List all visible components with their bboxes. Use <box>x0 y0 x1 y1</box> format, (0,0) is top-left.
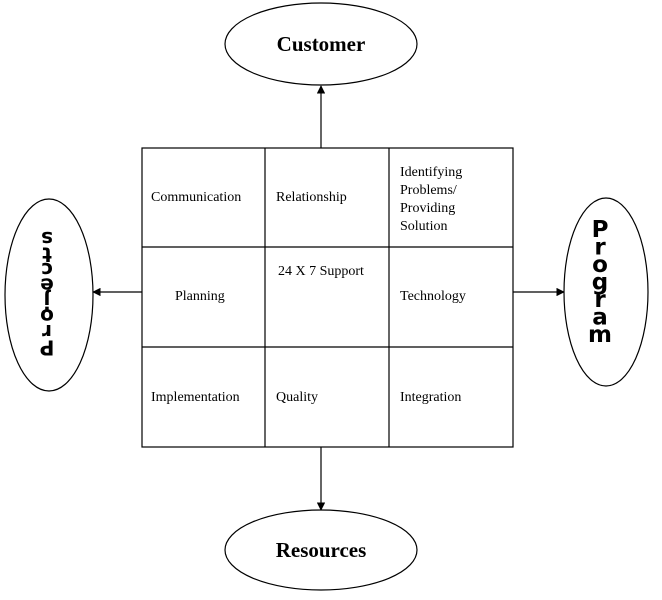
program-ellipse <box>563 197 649 387</box>
program-letter: r <box>594 235 606 261</box>
cell-integration: Integration <box>400 390 462 405</box>
cell-relationship: Relationship <box>276 190 347 205</box>
projects-letter: e <box>40 273 54 297</box>
cell-line: Identifying <box>400 165 463 180</box>
customer-ellipse <box>224 2 418 86</box>
cell-line: Providing <box>400 201 456 216</box>
program-letter: o <box>592 252 608 278</box>
program-letter: m <box>588 322 612 348</box>
cell-communication: Communication <box>151 190 242 205</box>
cell-technology: Technology <box>400 289 466 304</box>
program-letter: P <box>592 217 609 243</box>
cell-line: Problems/ <box>400 183 457 198</box>
cell-implementation: Implementation <box>151 390 240 405</box>
projects-letter: c <box>41 258 53 282</box>
grid-frame <box>141 147 514 448</box>
cell-quality: Quality <box>276 390 318 405</box>
customer-label: Customer <box>277 32 366 56</box>
projects-letter: r <box>42 320 52 344</box>
cell-planning: Planning <box>175 289 225 304</box>
resources-ellipse <box>224 509 418 591</box>
cell-line: Solution <box>400 219 448 234</box>
resources-label: Resources <box>276 538 367 562</box>
projects-letter: o <box>40 304 54 328</box>
projects-letter: j <box>44 289 52 313</box>
projects-letter: s <box>41 227 53 251</box>
projects-ellipse <box>4 198 94 392</box>
projects-letter: t <box>42 242 52 266</box>
projects-letter: P <box>40 335 55 359</box>
program-letter: a <box>592 305 608 331</box>
program-letter: r <box>594 287 606 313</box>
cell-support: 24 X 7 Support <box>278 264 364 279</box>
cell-identifying-problems: Identifying Problems/ Providing Solution <box>400 164 462 236</box>
program-letter: g <box>592 270 608 296</box>
